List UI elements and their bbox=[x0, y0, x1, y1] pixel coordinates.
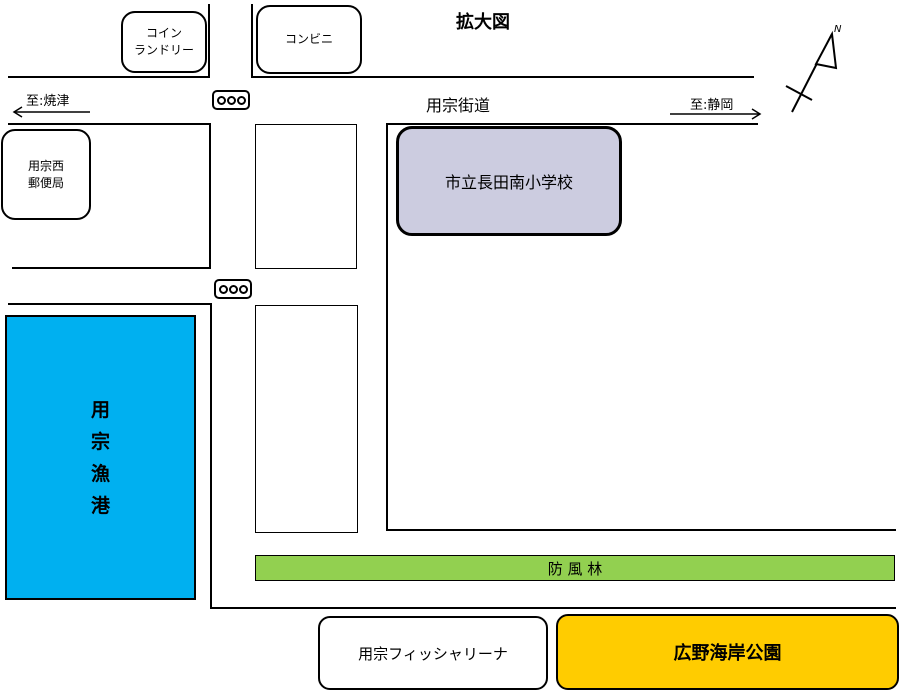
road-edge-top-right bbox=[252, 76, 754, 78]
road-edge-main-lower-right bbox=[386, 123, 758, 125]
post-office-label-1: 用宗西 bbox=[27, 158, 64, 173]
arrow-right-icon bbox=[670, 108, 762, 120]
road-edge-school-left bbox=[386, 123, 388, 531]
coin-laundry: コイン ランドリー bbox=[121, 11, 207, 73]
road-edge-main-lower-left bbox=[8, 123, 210, 125]
map-title: 拡大図 bbox=[456, 12, 510, 33]
fishing-harbor-label-2: 宗 bbox=[90, 430, 110, 453]
road-edge-side-lower bbox=[12, 267, 210, 269]
direction-label-yaizu: 至:焼津 bbox=[26, 94, 70, 109]
traffic-signal-icon bbox=[212, 90, 250, 110]
post-office-label-2: 郵便局 bbox=[27, 175, 64, 190]
elementary-school: 市立長田南小学校 bbox=[396, 126, 622, 236]
coin-laundry-label-2: ランドリー bbox=[133, 43, 194, 57]
convenience-store-label: コンビニ bbox=[284, 32, 333, 46]
road-edge-bottom bbox=[210, 607, 896, 609]
road-edge-vertical-upper-right bbox=[251, 4, 253, 78]
north-label: N bbox=[834, 24, 842, 35]
fishing-harbor-label-4: 港 bbox=[90, 494, 110, 517]
hirono-coast-park-label: 広野海岸公園 bbox=[673, 643, 782, 664]
fishing-harbor-label-3: 漁 bbox=[90, 462, 110, 485]
north-arrow-icon bbox=[785, 30, 838, 113]
convenience-store: コンビニ bbox=[256, 5, 362, 74]
post-office: 用宗西 郵便局 bbox=[1, 129, 91, 220]
fisherina-marina: 用宗フィッシャリーナ bbox=[318, 616, 548, 690]
road-edge-vertical-upper-left bbox=[208, 4, 210, 78]
arrow-left-icon bbox=[12, 106, 90, 118]
road-name: 用宗街道 bbox=[426, 96, 491, 115]
fishing-harbor-label-1: 用 bbox=[90, 398, 110, 421]
fishing-harbor: 用 宗 漁 港 bbox=[5, 315, 196, 600]
road-edge-side-vertical-left bbox=[209, 123, 211, 269]
block-lower-middle bbox=[255, 305, 358, 533]
road-edge-top-left bbox=[8, 76, 210, 78]
fisherina-marina-label: 用宗フィッシャリーナ bbox=[358, 644, 508, 663]
windbreak-forest-label: 防 風 林 bbox=[547, 559, 603, 578]
traffic-signal-icon bbox=[214, 279, 252, 299]
road-edge-vertical-lower-left bbox=[210, 303, 212, 609]
road-edge-school-bottom bbox=[386, 529, 896, 531]
block-upper-middle bbox=[255, 124, 357, 269]
hirono-coast-park: 広野海岸公園 bbox=[556, 614, 899, 690]
direction-label-shizuoka: 至:静岡 bbox=[690, 98, 734, 113]
coin-laundry-label-1: コイン bbox=[145, 26, 182, 40]
road-edge-harbor-top bbox=[8, 303, 210, 305]
windbreak-forest: 防 風 林 bbox=[255, 555, 895, 581]
elementary-school-label: 市立長田南小学校 bbox=[444, 173, 573, 192]
